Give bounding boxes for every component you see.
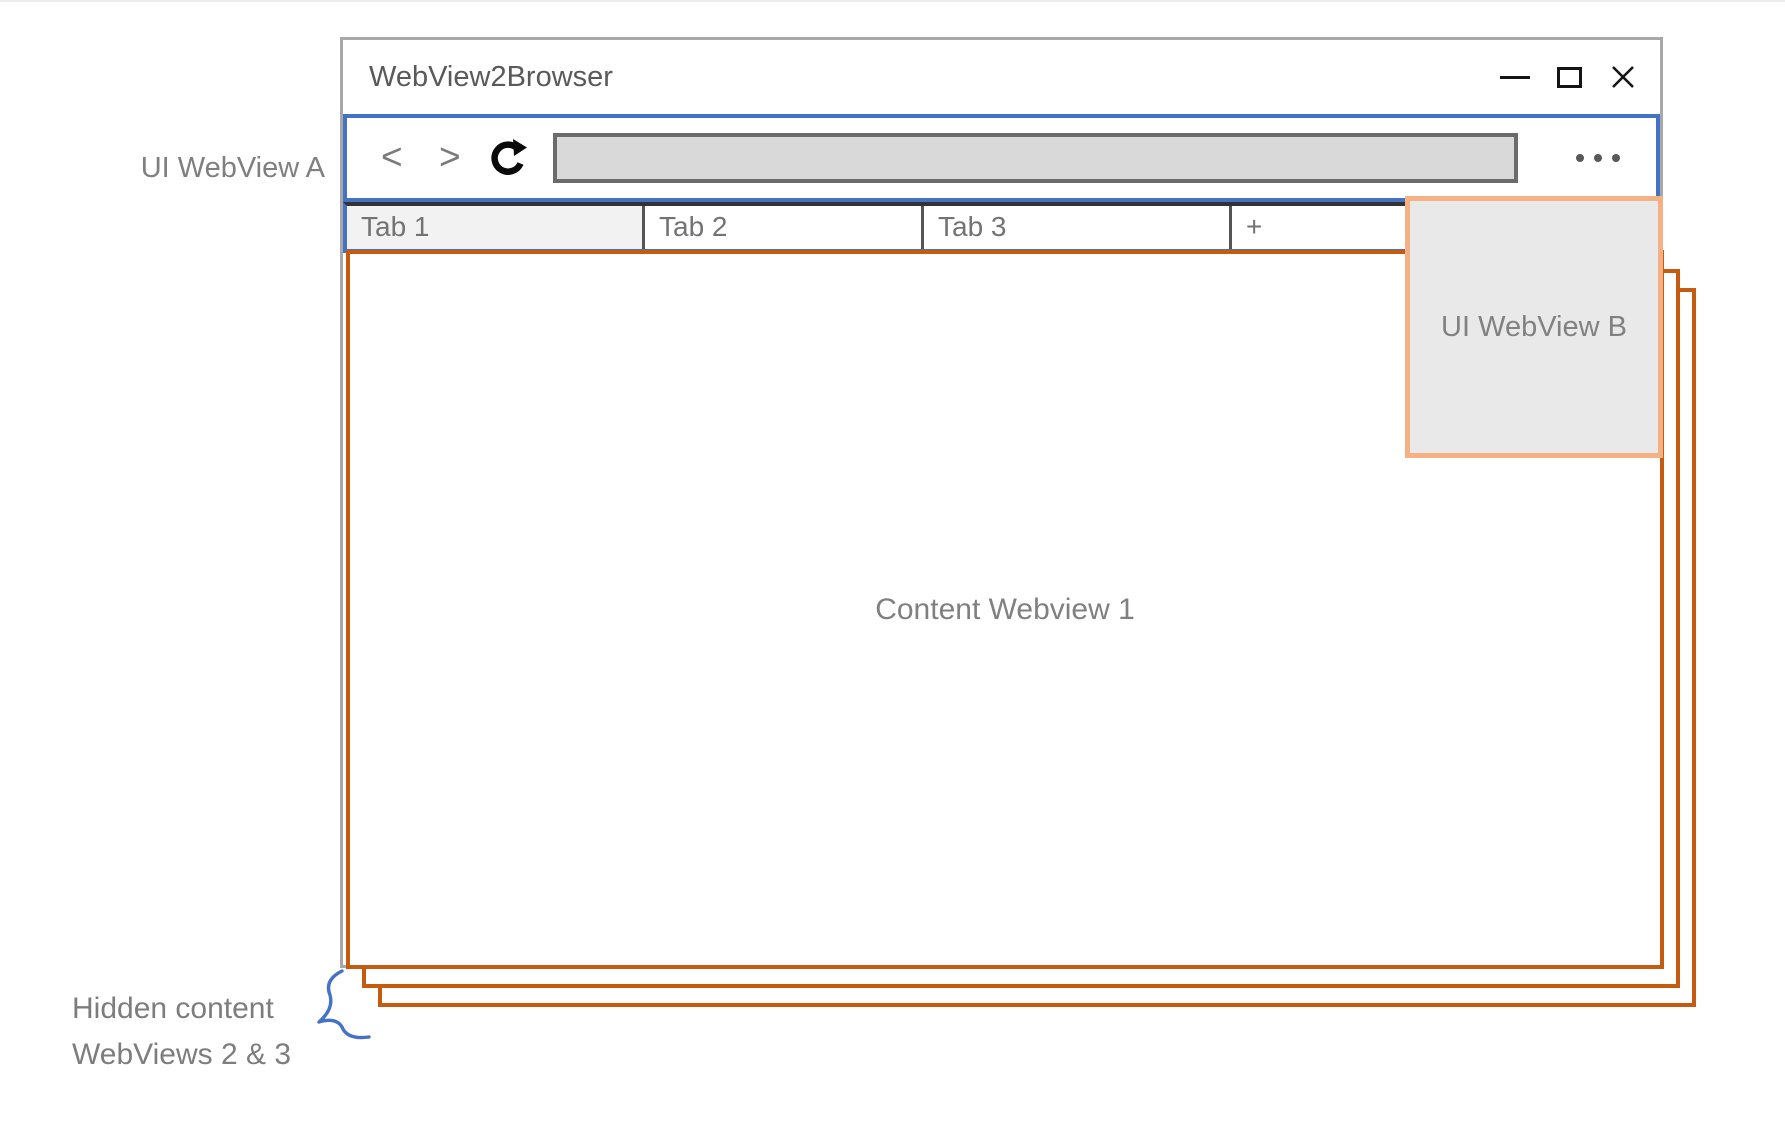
window-controls [1500, 40, 1638, 114]
ellipsis-icon [1576, 154, 1584, 162]
tab-1[interactable]: Tab 1 [347, 206, 645, 249]
hidden-webviews-caption-line1: Hidden content [72, 992, 274, 1025]
maximize-icon [1556, 66, 1582, 88]
minimize-icon [1500, 75, 1530, 79]
minimize-button[interactable] [1500, 62, 1530, 92]
back-button[interactable]: < [381, 136, 403, 178]
more-menu-button[interactable] [1574, 146, 1622, 170]
ui-webview-b-label: UI WebView B [1441, 310, 1627, 343]
hidden-webviews-caption-line2: WebViews 2 & 3 [72, 1038, 292, 1071]
tab-3[interactable]: Tab 3 [924, 206, 1232, 249]
ui-webview-b-overlay: UI WebView B [1405, 196, 1663, 458]
window-title: WebView2Browser [369, 60, 613, 93]
page-top-border [0, 0, 1785, 2]
ui-webview-a-label: UI WebView A [140, 152, 325, 184]
content-webview-1: Content Webview 1 [346, 250, 1664, 969]
hidden-webviews-caption: Hidden content WebViews 2 & 3 [72, 986, 332, 1078]
close-icon [1612, 66, 1634, 88]
forward-button[interactable]: > [439, 136, 461, 178]
tab-2[interactable]: Tab 2 [645, 206, 924, 249]
reload-icon [491, 139, 527, 175]
brace-icon [317, 969, 371, 1040]
address-bar-input[interactable] [553, 133, 1518, 183]
reload-button[interactable] [487, 138, 527, 178]
content-webview-1-label: Content Webview 1 [875, 592, 1135, 626]
browser-toolbar: < > [343, 114, 1660, 202]
title-bar: WebView2Browser [343, 40, 1660, 114]
close-button[interactable] [1608, 62, 1638, 92]
maximize-button[interactable] [1554, 62, 1584, 92]
